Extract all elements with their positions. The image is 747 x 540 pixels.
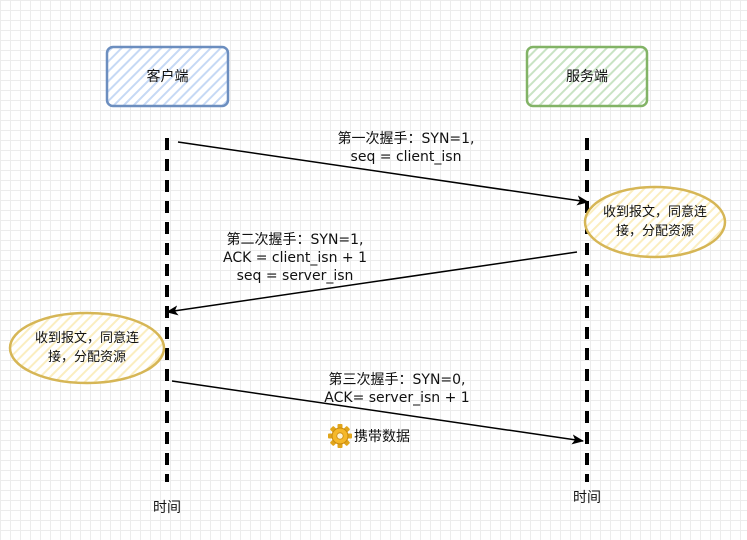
server-time-label: 时间 xyxy=(573,490,601,506)
client-note-ellipse[interactable] xyxy=(8,311,166,385)
client-note-line-2: 接，分配资源 xyxy=(47,350,126,365)
client-actor-label: 客户端 xyxy=(146,69,189,85)
client-time-label: 时间 xyxy=(153,500,181,516)
server-actor-box[interactable] xyxy=(525,45,649,108)
gear-icon xyxy=(328,424,352,448)
server-note-text: 收到报文，同意连 接，分配资源 xyxy=(590,203,720,241)
message-arrow-2 xyxy=(166,251,578,316)
message-2-label: 第二次握手：SYN=1, ACK = client_isn + 1 seq = … xyxy=(190,231,400,285)
message-arrow-3 xyxy=(171,380,584,445)
client-note-line-1: 收到报文，同意连 xyxy=(34,331,139,346)
message-1-line-2: seq = client_isn xyxy=(350,149,462,165)
message-2-line-2: ACK = client_isn + 1 xyxy=(223,250,367,266)
message-arrow-1 xyxy=(177,141,589,206)
server-note-line-2: 接，分配资源 xyxy=(615,224,694,239)
message-3-line-2: ACK= server_isn + 1 xyxy=(324,390,470,406)
message-1-label: 第一次握手：SYN=1, seq = client_isn xyxy=(296,130,516,166)
message-2-line-3: seq = server_isn xyxy=(236,268,354,284)
client-note-text: 收到报文，同意连 接，分配资源 xyxy=(22,329,152,367)
message-3-line-1: 第三次握手：SYN=0, xyxy=(328,372,466,388)
server-note-line-1: 收到报文，同意连 xyxy=(602,205,707,220)
client-actor-box[interactable] xyxy=(105,45,230,108)
message-1-line-1: 第一次握手：SYN=1, xyxy=(337,131,475,147)
server-note-ellipse[interactable] xyxy=(583,185,727,259)
payload-label: 携带数据 xyxy=(354,429,410,445)
message-2-line-1: 第二次握手：SYN=1, xyxy=(226,232,364,248)
message-3-label: 第三次握手：SYN=0, ACK= server_isn + 1 xyxy=(287,371,507,407)
server-actor-label: 服务端 xyxy=(566,69,608,85)
